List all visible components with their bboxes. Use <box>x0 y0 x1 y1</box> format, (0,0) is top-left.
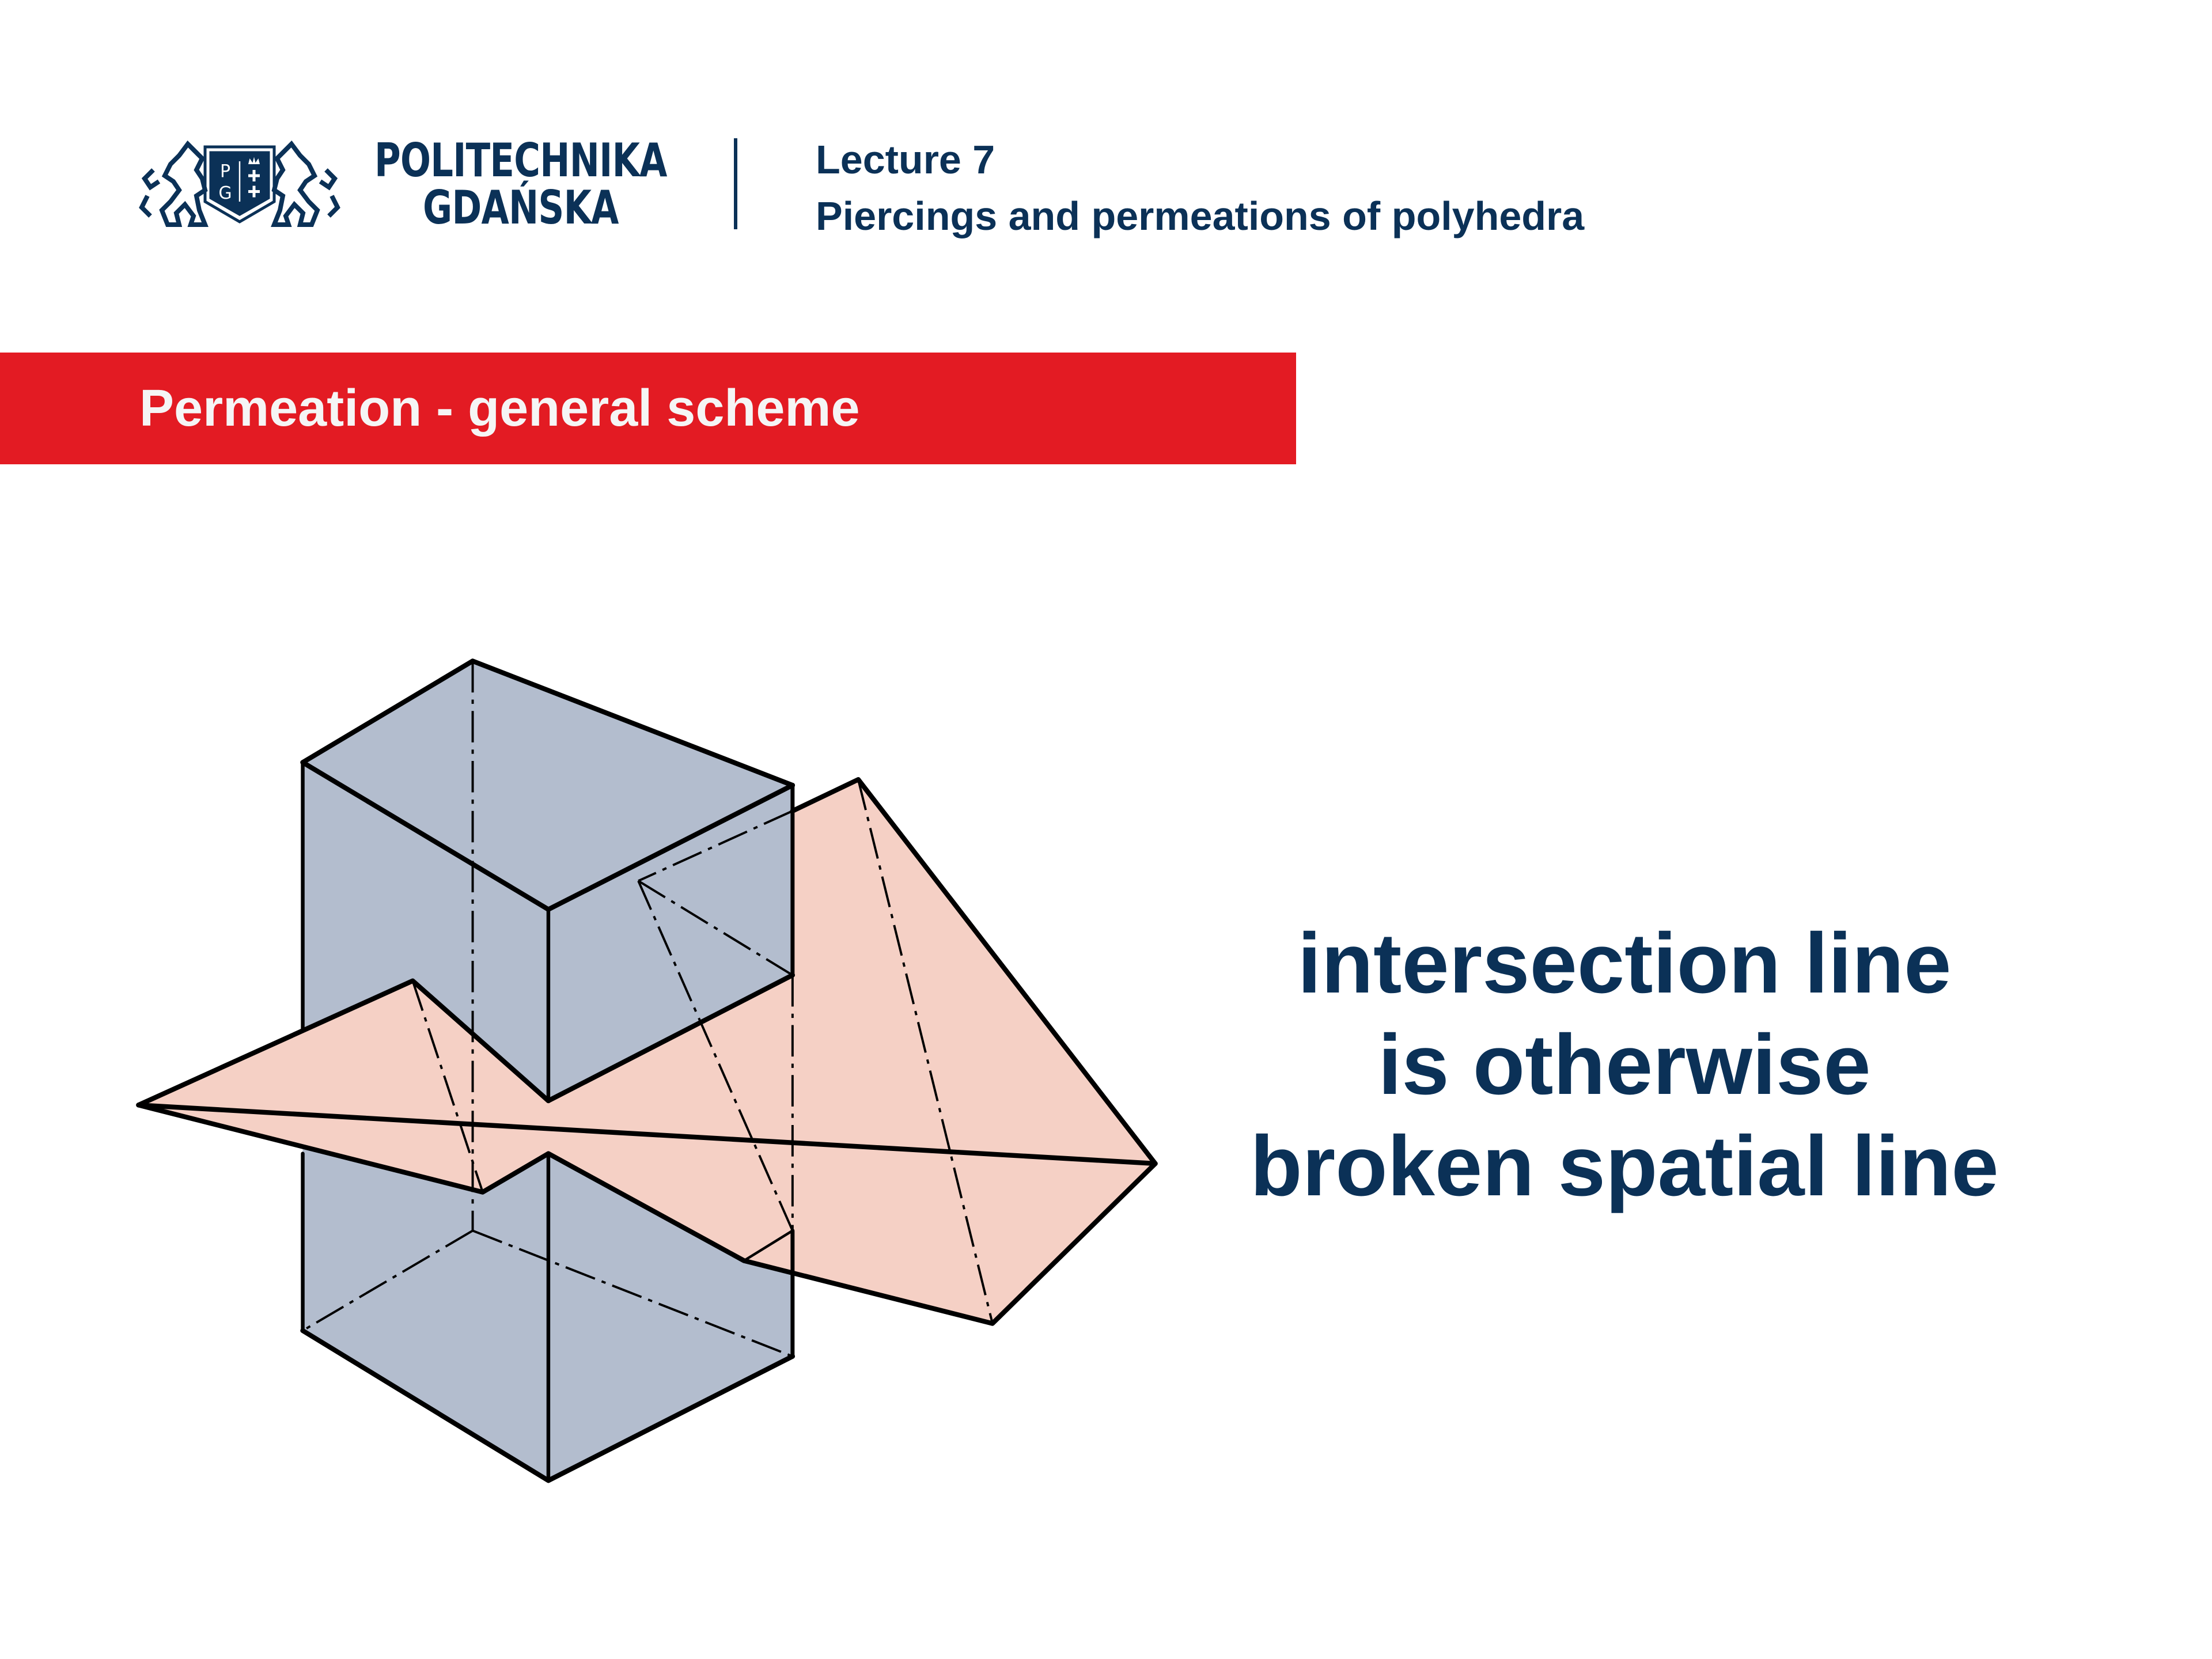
section-title: Permeation - general scheme <box>139 380 860 437</box>
brand-line-1: POLITECHNIKA <box>374 134 667 187</box>
svg-text:P: P <box>220 162 230 182</box>
caption-line-3: broken spatial line <box>1250 1119 1999 1214</box>
lecture-title: Piercings and permeations of polyhedra <box>816 194 1585 238</box>
diagram-caption: intersection line is otherwise broken sp… <box>1221 913 2028 1217</box>
pyramid-edges <box>136 777 1158 1326</box>
section-banner: Permeation - general scheme <box>0 353 1296 464</box>
header-divider <box>734 138 737 229</box>
university-crest-logo: P G <box>139 140 340 227</box>
hidden-edges <box>302 661 994 1358</box>
lecture-number: Lecture 7 <box>816 137 995 182</box>
lecture-heading: Lecture 7 Piercings and permeations of p… <box>816 131 1584 244</box>
svg-text:G: G <box>218 183 232 203</box>
brand-line-2: GDAŃSKA <box>423 181 619 234</box>
caption-line-1: intersection line <box>1297 916 1952 1011</box>
prism-edges <box>300 658 796 1483</box>
university-name: POLITECHNIKA GDAŃSKA <box>374 137 667 232</box>
caption-line-2: is otherwise <box>1378 1017 1871 1112</box>
